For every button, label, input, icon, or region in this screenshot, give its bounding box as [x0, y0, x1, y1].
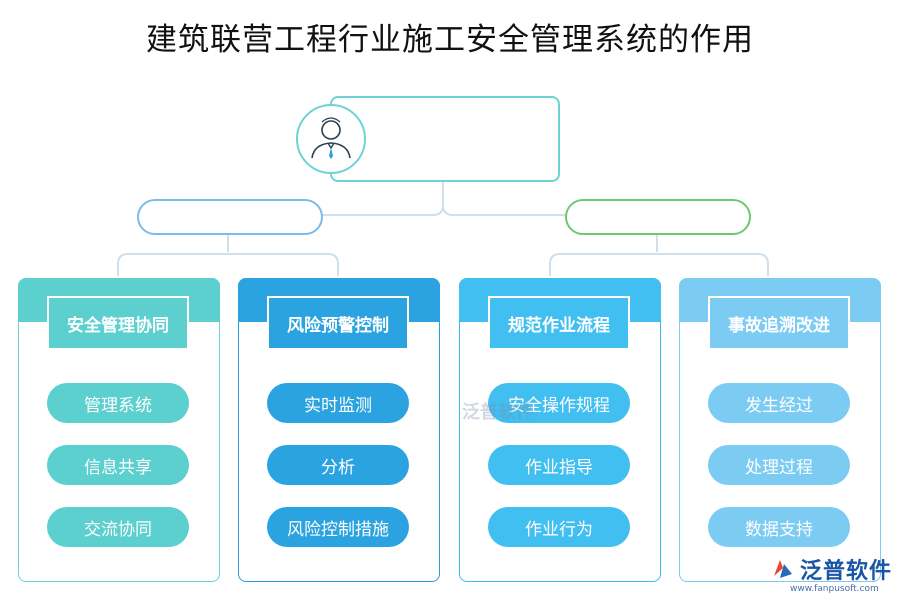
list-item: 安全操作规程 [488, 383, 630, 423]
list-item: 作业行为 [488, 507, 630, 547]
list-item: 实时监测 [267, 383, 409, 423]
brand-logo: 泛普软件 [770, 554, 892, 584]
panel-standard-process: 规范作业流程 安全操作规程 作业指导 作业行为 [459, 278, 661, 582]
category-pill-right [565, 199, 751, 235]
list-item: 风险控制措施 [267, 507, 409, 547]
logo-url: www.fanpusoft.com [790, 584, 879, 594]
category-pill-left [137, 199, 323, 235]
panel-label: 事故追溯改进 [708, 296, 850, 350]
list-item: 信息共享 [47, 445, 189, 485]
logo-icon [774, 560, 792, 578]
list-item: 作业指导 [488, 445, 630, 485]
panel-risk-warning: 风险预警控制 实时监测 分析 风险控制措施 [238, 278, 440, 582]
avatar [296, 104, 366, 174]
list-item: 处理过程 [708, 445, 850, 485]
panel-label: 安全管理协同 [47, 296, 189, 350]
root-node [330, 96, 560, 182]
list-item: 分析 [267, 445, 409, 485]
panel-label: 规范作业流程 [488, 296, 630, 350]
list-item: 交流协同 [47, 507, 189, 547]
list-item: 管理系统 [47, 383, 189, 423]
user-icon [311, 117, 351, 159]
panel-accident-trace: 事故追溯改进 发生经过 处理过程 数据支持 [679, 278, 881, 582]
panel-safety-collaboration: 安全管理协同 管理系统 信息共享 交流协同 [18, 278, 220, 582]
logo-text: 泛普软件 [800, 559, 893, 584]
panel-label: 风险预警控制 [267, 296, 409, 350]
page-title: 建筑联营工程行业施工安全管理系统的作用 [146, 22, 754, 58]
list-item: 数据支持 [708, 507, 850, 547]
list-item: 发生经过 [708, 383, 850, 423]
